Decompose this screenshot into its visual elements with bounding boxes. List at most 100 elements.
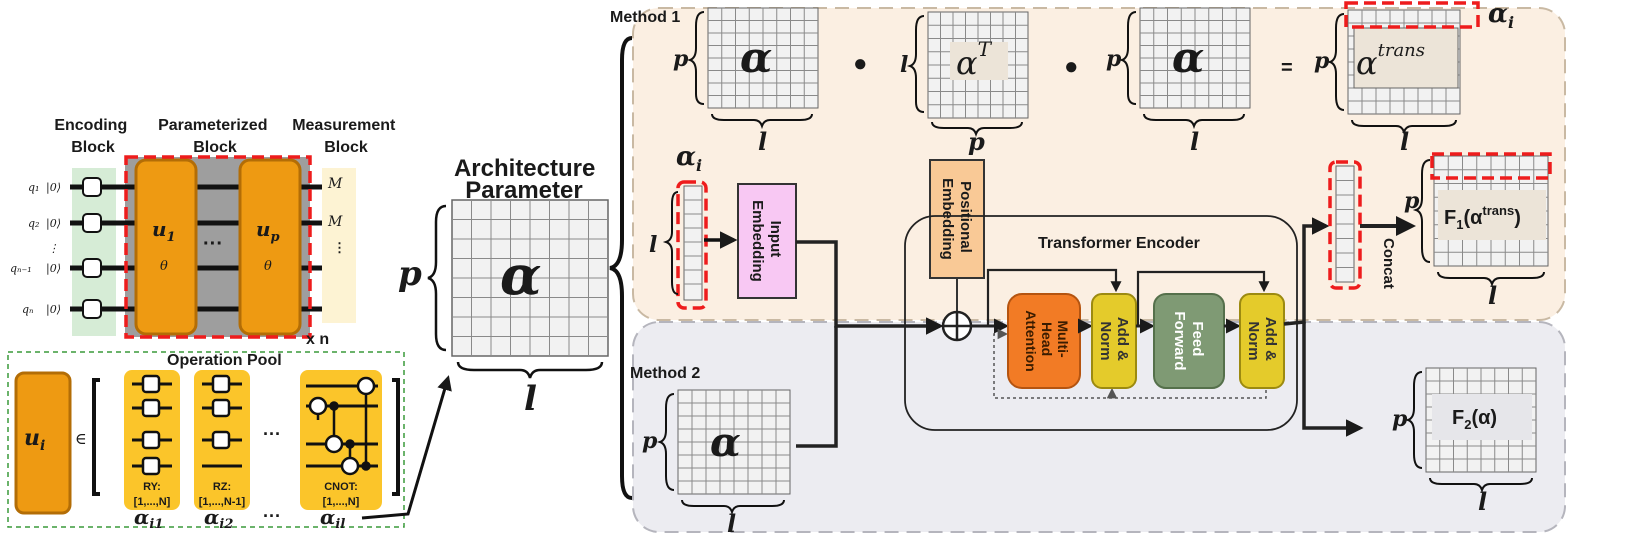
m1-l-brace [711, 113, 813, 130]
cnot-target-icon [340, 456, 360, 476]
measurement-block-label: Measurement Block [292, 117, 400, 156]
attention-label: Multi- Head Attention [1023, 310, 1071, 371]
f2-output: F2(α) p l [1392, 367, 1537, 516]
encoding-gates [82, 177, 102, 319]
architecture-l-brace [456, 361, 604, 379]
m1-alpha-i-top: αi [1488, 0, 1514, 32]
m1-alphaT-p-label: p [968, 127, 985, 156]
alpha-i-row-highlight [1344, 1, 1480, 29]
add-norm-label: Add & Norm [1245, 317, 1279, 365]
m1-alpha2-symbol: α [1172, 33, 1204, 82]
pool-item-name: RY: [143, 481, 161, 493]
positional-embedding-label: Positional Embedding [939, 178, 974, 260]
qubit-label: q₂ [28, 217, 39, 230]
ket-label: |0⟩ [46, 262, 61, 276]
cnot-target-icon [356, 376, 376, 396]
encoding-block-label: Encoding Block [54, 117, 131, 156]
m1-alphaT-l-brace [906, 15, 925, 113]
method2-label: Method 2 [630, 365, 700, 382]
ry-gates [141, 374, 161, 476]
f2-l-label: l [1478, 487, 1487, 516]
quantum-circuit: Encoding Block Parameterized Block Measu… [10, 117, 400, 348]
architecture-title: Architecture Parameter [454, 155, 602, 204]
m2-l-label: l [727, 509, 736, 538]
ui-label: ui [24, 425, 45, 454]
m1-alpha-grid [708, 8, 818, 108]
f2-l-brace [1429, 477, 1533, 494]
feed-forward-box [1153, 293, 1225, 389]
ry-gate-icon [141, 398, 161, 418]
pool-item-range: [1,...,N-1] [199, 496, 246, 508]
param-block-highlight [124, 155, 312, 339]
f1-row-highlight [1430, 152, 1552, 180]
measurement-block [322, 168, 356, 323]
unitary-u1 [134, 158, 198, 336]
unitary-up [238, 158, 302, 336]
param-block-label: Parameterized Block [158, 117, 272, 156]
concat-label: Concat [1380, 238, 1397, 289]
ket-label: |0⟩ [46, 303, 61, 317]
alpha-i2-label: αi2 [204, 505, 233, 532]
m1-alpha-trans-p-label: p [1314, 48, 1330, 74]
residual-arrow-2 [1136, 270, 1270, 326]
f2-label: F2(α) [1452, 407, 1497, 432]
cnot-target-icon [324, 434, 344, 454]
input-to-plus-arrow [796, 240, 944, 335]
m1-alpha-trans-l-label: l [1400, 127, 1409, 156]
add-norm-label: Add & Norm [1097, 317, 1131, 365]
m1-alpha-trans-symbol: αtrans [1356, 40, 1425, 82]
ry-gate-icon [82, 258, 102, 278]
m2-p-label: p [642, 428, 658, 454]
f1-output: F1(αtrans) p l [1404, 152, 1552, 310]
positional-embedding-box [929, 159, 985, 279]
alpha-i-cells [684, 199, 702, 285]
residual-arrow-1 [986, 268, 1122, 326]
f1-p-brace [1412, 159, 1431, 263]
method1-matrix-product: α p l ● αT l p ● [673, 0, 1514, 156]
ry-gate-icon [82, 299, 102, 319]
architecture-parameter: Architecture Parameter α p l [398, 155, 609, 419]
output-vector-highlight [1328, 160, 1362, 290]
alpha-i-l-label: l [649, 232, 657, 258]
m2-p-brace [656, 393, 675, 491]
dot-operator: ● [853, 50, 868, 77]
pool-item-range: [1,...,N] [134, 496, 171, 508]
pool-item-name: CNOT: [324, 481, 358, 493]
measure-label: M [327, 214, 343, 230]
ry-gate-icon [141, 430, 161, 450]
pool-item-name: RZ: [213, 481, 231, 493]
m1-alpha-trans-l-brace [1351, 119, 1457, 136]
f1-l-label: l [1488, 281, 1497, 310]
architecture-p-label: p [398, 254, 422, 294]
ry-gate-icon [141, 374, 161, 394]
m1-alphaT-p-brace [931, 121, 1023, 138]
alpha-i-label: αi [676, 142, 702, 175]
cnot-control-icon [345, 439, 355, 449]
f2-p-brace [1404, 371, 1423, 469]
f2-p-label: p [1392, 406, 1408, 432]
architecture-grid [452, 200, 608, 356]
rz-gate-icon [211, 374, 231, 394]
m1-alpha-trans-p-brace [1326, 13, 1345, 111]
m1-alpha2-grid [1140, 8, 1250, 108]
qubit-label: qₙ₋₁ [10, 262, 32, 275]
rz-gates [211, 374, 231, 450]
m1-l-label: l [758, 127, 767, 156]
add-norm-box-2 [1239, 293, 1285, 389]
m1-p-label: p [673, 46, 689, 72]
m2-alpha-grid [678, 390, 790, 494]
cnot-target-icon [308, 396, 328, 416]
alpha-i-highlight [676, 180, 708, 310]
m1-alphaT-label-bg [950, 42, 1008, 80]
f1-label: F1(αtrans) [1444, 203, 1521, 232]
theta-label: θ [264, 259, 272, 274]
alpha-il-label: αil [320, 505, 345, 532]
alpha-i-vector: αi l [649, 142, 738, 310]
m1-alpha2-p-label: p [1106, 46, 1122, 72]
pool-ellipsis-bottom: ··· [263, 506, 281, 526]
alpha-i-column [683, 185, 703, 301]
f1-label-bg [1438, 190, 1546, 240]
operation-pool: Operation Pool ui ∈ RY: [1,...,N] [7, 351, 405, 532]
qubit-label: ⋮ [48, 242, 59, 255]
m1-alpha-trans-label-bg [1353, 27, 1459, 89]
